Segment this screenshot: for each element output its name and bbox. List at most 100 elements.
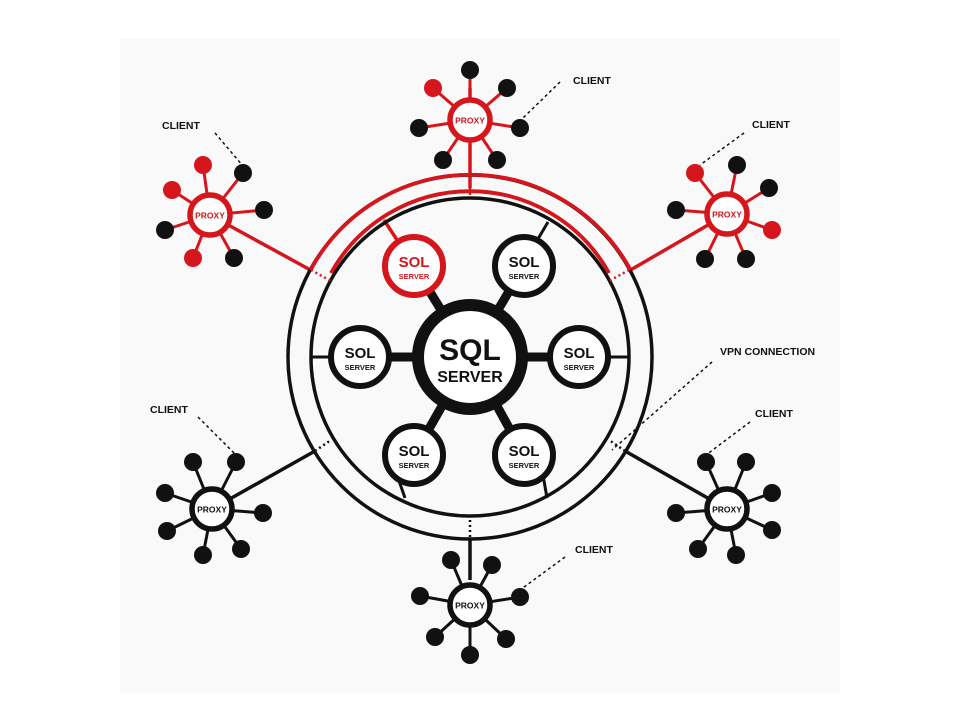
client-node (760, 179, 778, 197)
client-node (461, 646, 479, 664)
client-leader-line (705, 421, 751, 456)
client-node (254, 504, 272, 522)
client-node (511, 588, 529, 606)
client-node (461, 61, 479, 79)
client-node (667, 504, 685, 522)
sql-server-label-line2: SERVER (509, 461, 540, 470)
client-node (184, 453, 202, 471)
vpn-connection-label: VPN CONNECTION (720, 346, 815, 358)
client-node (483, 556, 501, 574)
client-node (234, 164, 252, 182)
proxy-node (704, 486, 750, 532)
client-node (156, 221, 174, 239)
central-server-line2: SERVER (437, 369, 503, 386)
sql-server-label-line2: SERVER (564, 363, 595, 372)
client-node (184, 249, 202, 267)
proxy-label: PROXY (197, 505, 227, 515)
client-node (727, 546, 745, 564)
client-node (763, 521, 781, 539)
vpn-annotation: VPN CONNECTION (611, 346, 815, 451)
central-sql-server: SQL SERVER (412, 299, 528, 415)
client-node (488, 151, 506, 169)
client-node (424, 79, 442, 97)
proxy-group: PROXY CLIENT (156, 120, 273, 267)
sql-server-label-line1: SOL (345, 345, 376, 362)
client-node (410, 119, 428, 137)
client-node (689, 540, 707, 558)
client-node (667, 201, 685, 219)
ring-dotted-links (310, 188, 630, 540)
sql-server-nodes: SOLSERVERSOLSERVERSOLSERVERSOLSERVERSOLS… (328, 234, 611, 487)
client-node (411, 587, 429, 605)
sql-server-label-line2: SERVER (509, 272, 540, 281)
client-label: CLIENT (752, 119, 791, 131)
client-label: CLIENT (150, 404, 189, 416)
client-node (255, 201, 273, 219)
sql-server-label-line2: SERVER (345, 363, 376, 372)
proxy-label: PROXY (195, 211, 225, 221)
client-node (737, 250, 755, 268)
sql-server-label-line1: SOL (399, 254, 430, 271)
client-leader-line (522, 81, 561, 119)
sql-server-label-line1: SOL (564, 345, 595, 362)
sql-server-label-line2: SERVER (399, 272, 430, 281)
client-node (442, 551, 460, 569)
client-node (156, 484, 174, 502)
proxy-node (447, 97, 493, 143)
client-node (227, 453, 245, 471)
client-node (426, 628, 444, 646)
sql-server-label-line1: SOL (509, 254, 540, 271)
client-label: CLIENT (573, 75, 612, 87)
proxy-label: PROXY (712, 505, 742, 515)
client-node (737, 453, 755, 471)
client-node (194, 156, 212, 174)
client-node (158, 522, 176, 540)
sql-server-label-line2: SERVER (399, 461, 430, 470)
proxy-node (704, 191, 750, 237)
client-node (728, 156, 746, 174)
proxy-label: PROXY (455, 116, 485, 126)
outer-ring (286, 172, 654, 541)
proxy-node (187, 192, 233, 238)
client-node (763, 484, 781, 502)
client-leader-line (519, 556, 566, 591)
proxy-label: PROXY (712, 210, 742, 220)
client-node (434, 151, 452, 169)
client-node (225, 249, 243, 267)
proxy-node (447, 582, 493, 628)
client-node (498, 79, 516, 97)
client-node (686, 164, 704, 182)
sql-server-label-line1: SOL (509, 443, 540, 460)
client-node (763, 221, 781, 239)
proxy-label: PROXY (455, 601, 485, 611)
proxy-group: PROXY CLIENT (410, 61, 612, 169)
proxy-group: PROXY CLIENT (411, 544, 614, 664)
client-node (194, 546, 212, 564)
proxy-node (189, 486, 235, 532)
proxy-group: PROXY CLIENT (667, 408, 794, 564)
client-label: CLIENT (755, 408, 794, 420)
client-label: CLIENT (575, 544, 614, 556)
client-label: CLIENT (162, 120, 201, 132)
client-node (232, 540, 250, 558)
sql-server-label-line1: SOL (399, 443, 430, 460)
client-leader-line (197, 416, 237, 456)
client-node (697, 453, 715, 471)
central-server-line1: SQL (439, 334, 501, 367)
proxy-nodes: PROXY CLIENT PROXY CLIENT PROXY CLIENT PROXY CL… (150, 61, 794, 664)
client-node (497, 630, 515, 648)
proxy-group: PROXY CLIENT (150, 404, 272, 564)
client-leader-line (214, 132, 244, 167)
client-node (511, 119, 529, 137)
client-node (696, 250, 714, 268)
client-node (163, 181, 181, 199)
proxy-group: PROXY CLIENT (667, 119, 791, 268)
